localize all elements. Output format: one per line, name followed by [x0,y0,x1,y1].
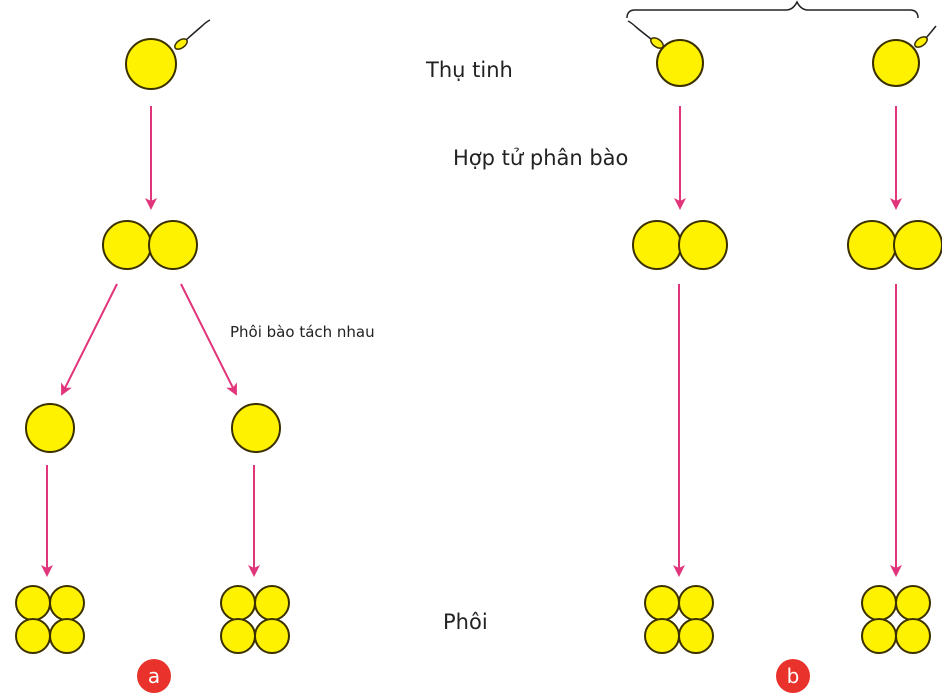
blastomere-a-right [231,403,281,453]
embryo-a-right [220,585,290,654]
embryo-b-left [644,585,714,654]
two-cell-b-left [632,220,728,270]
arrow-a2-left [61,283,118,396]
panel-a-badge: a [137,659,171,693]
label-zygote-division: Hợp tử phân bào [453,146,629,170]
two-cell-b-right [847,220,942,270]
label-fertilization: Thụ tinh [426,58,513,82]
bracket-brace [626,0,919,19]
egg-sperm-b-left [627,20,704,87]
egg-sperm-b-right [872,25,937,87]
embryo-b-right [861,585,931,654]
label-embryo: Phôi [443,610,488,634]
arrow-a2-right [180,283,237,396]
embryo-a-left [15,585,85,654]
panel-b-badge: b [776,659,810,693]
label-blastomeres-separate: Phôi bào tách nhau [230,323,375,341]
egg-sperm-a [125,19,211,90]
two-cell-a [102,220,198,270]
blastomere-a-left [25,403,75,453]
